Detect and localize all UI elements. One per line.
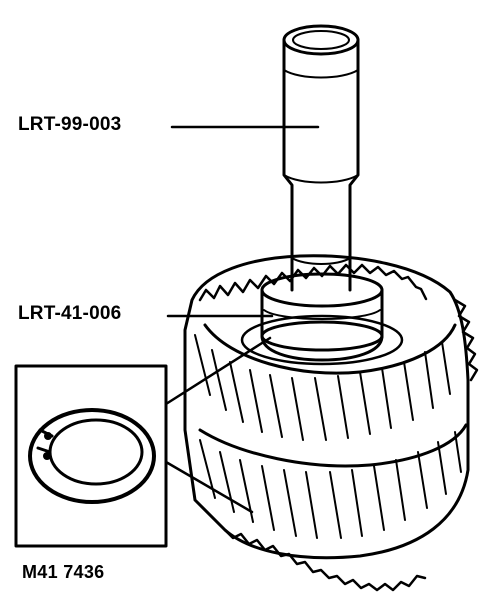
gear-teeth-bottom (223, 528, 427, 592)
helical-gear (183, 254, 479, 592)
gear-middle-groove (198, 423, 468, 468)
callout-label-collar-tool: LRT-41-006 (18, 303, 122, 324)
collar-tool (240, 272, 404, 366)
inset-connector-bottom (164, 460, 254, 514)
gear-helix-lines-bottom (199, 431, 462, 539)
gear-top-face (203, 323, 457, 375)
detail-inset-box (14, 364, 168, 548)
snap-ring (28, 408, 156, 504)
gear-teeth-top (198, 263, 428, 302)
gear-outline (183, 254, 470, 560)
inset-connector-top (164, 336, 272, 406)
callout-label-shaft-tool: LRT-99-003 (18, 114, 122, 135)
figure-id: M41 7436 (22, 562, 105, 582)
gear-teeth-right (453, 298, 479, 382)
shaft-tool (282, 24, 360, 292)
gear-helix-lines-top (194, 334, 451, 441)
